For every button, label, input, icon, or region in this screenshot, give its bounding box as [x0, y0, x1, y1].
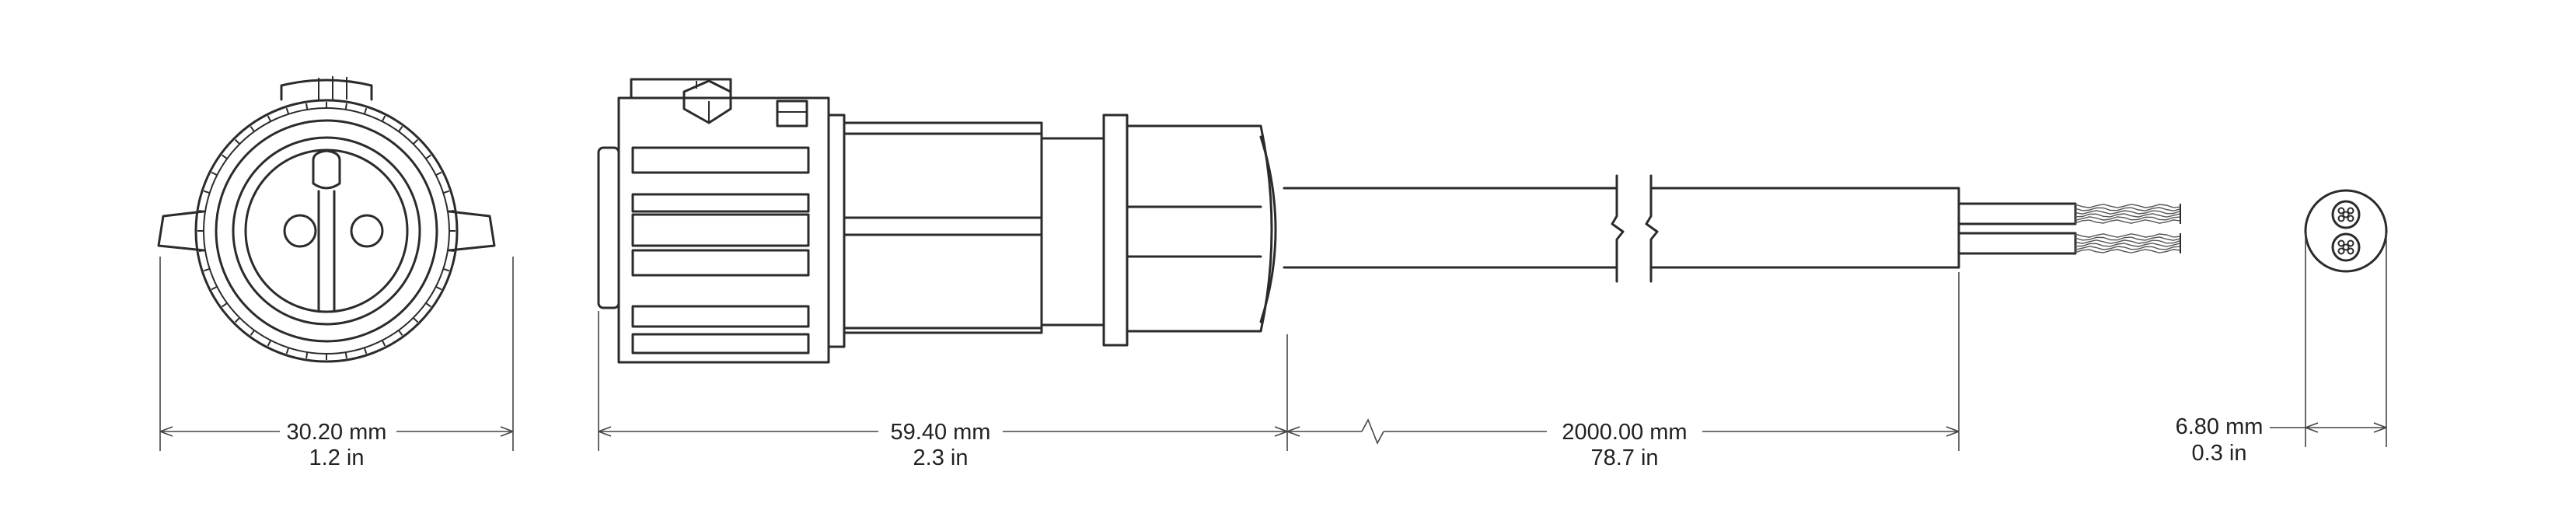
face-width-metric: 30.20 mm — [287, 420, 387, 445]
stranded-wire-ends — [2075, 204, 2181, 253]
face-width-imperial: 1.2 in — [309, 445, 365, 470]
dimension-connector-length: 59.40 mm 2.3 in — [598, 311, 1288, 470]
dimension-cable-diameter: 6.80 mm 0.3 in — [2176, 233, 2387, 466]
cable-length-imperial: 78.7 in — [1590, 445, 1658, 470]
connector-front-view — [157, 76, 496, 363]
cable-diameter-imperial: 0.3 in — [2192, 441, 2247, 466]
connector-side-view — [597, 78, 1277, 364]
connector-length-metric: 59.40 mm — [891, 420, 991, 445]
knurl-marks — [197, 102, 456, 360]
cable-diameter-metric: 6.80 mm — [2176, 414, 2264, 439]
cable-length-metric: 2000.00 mm — [1562, 420, 1687, 445]
dimension-cable-length: 2000.00 mm 78.7 in — [1286, 272, 1960, 470]
cable-cross-section — [2304, 189, 2388, 273]
dimension-face-width: 30.20 mm 1.2 in — [159, 257, 514, 470]
connector-length-imperial: 2.3 in — [913, 445, 969, 470]
cable — [1283, 174, 2181, 283]
